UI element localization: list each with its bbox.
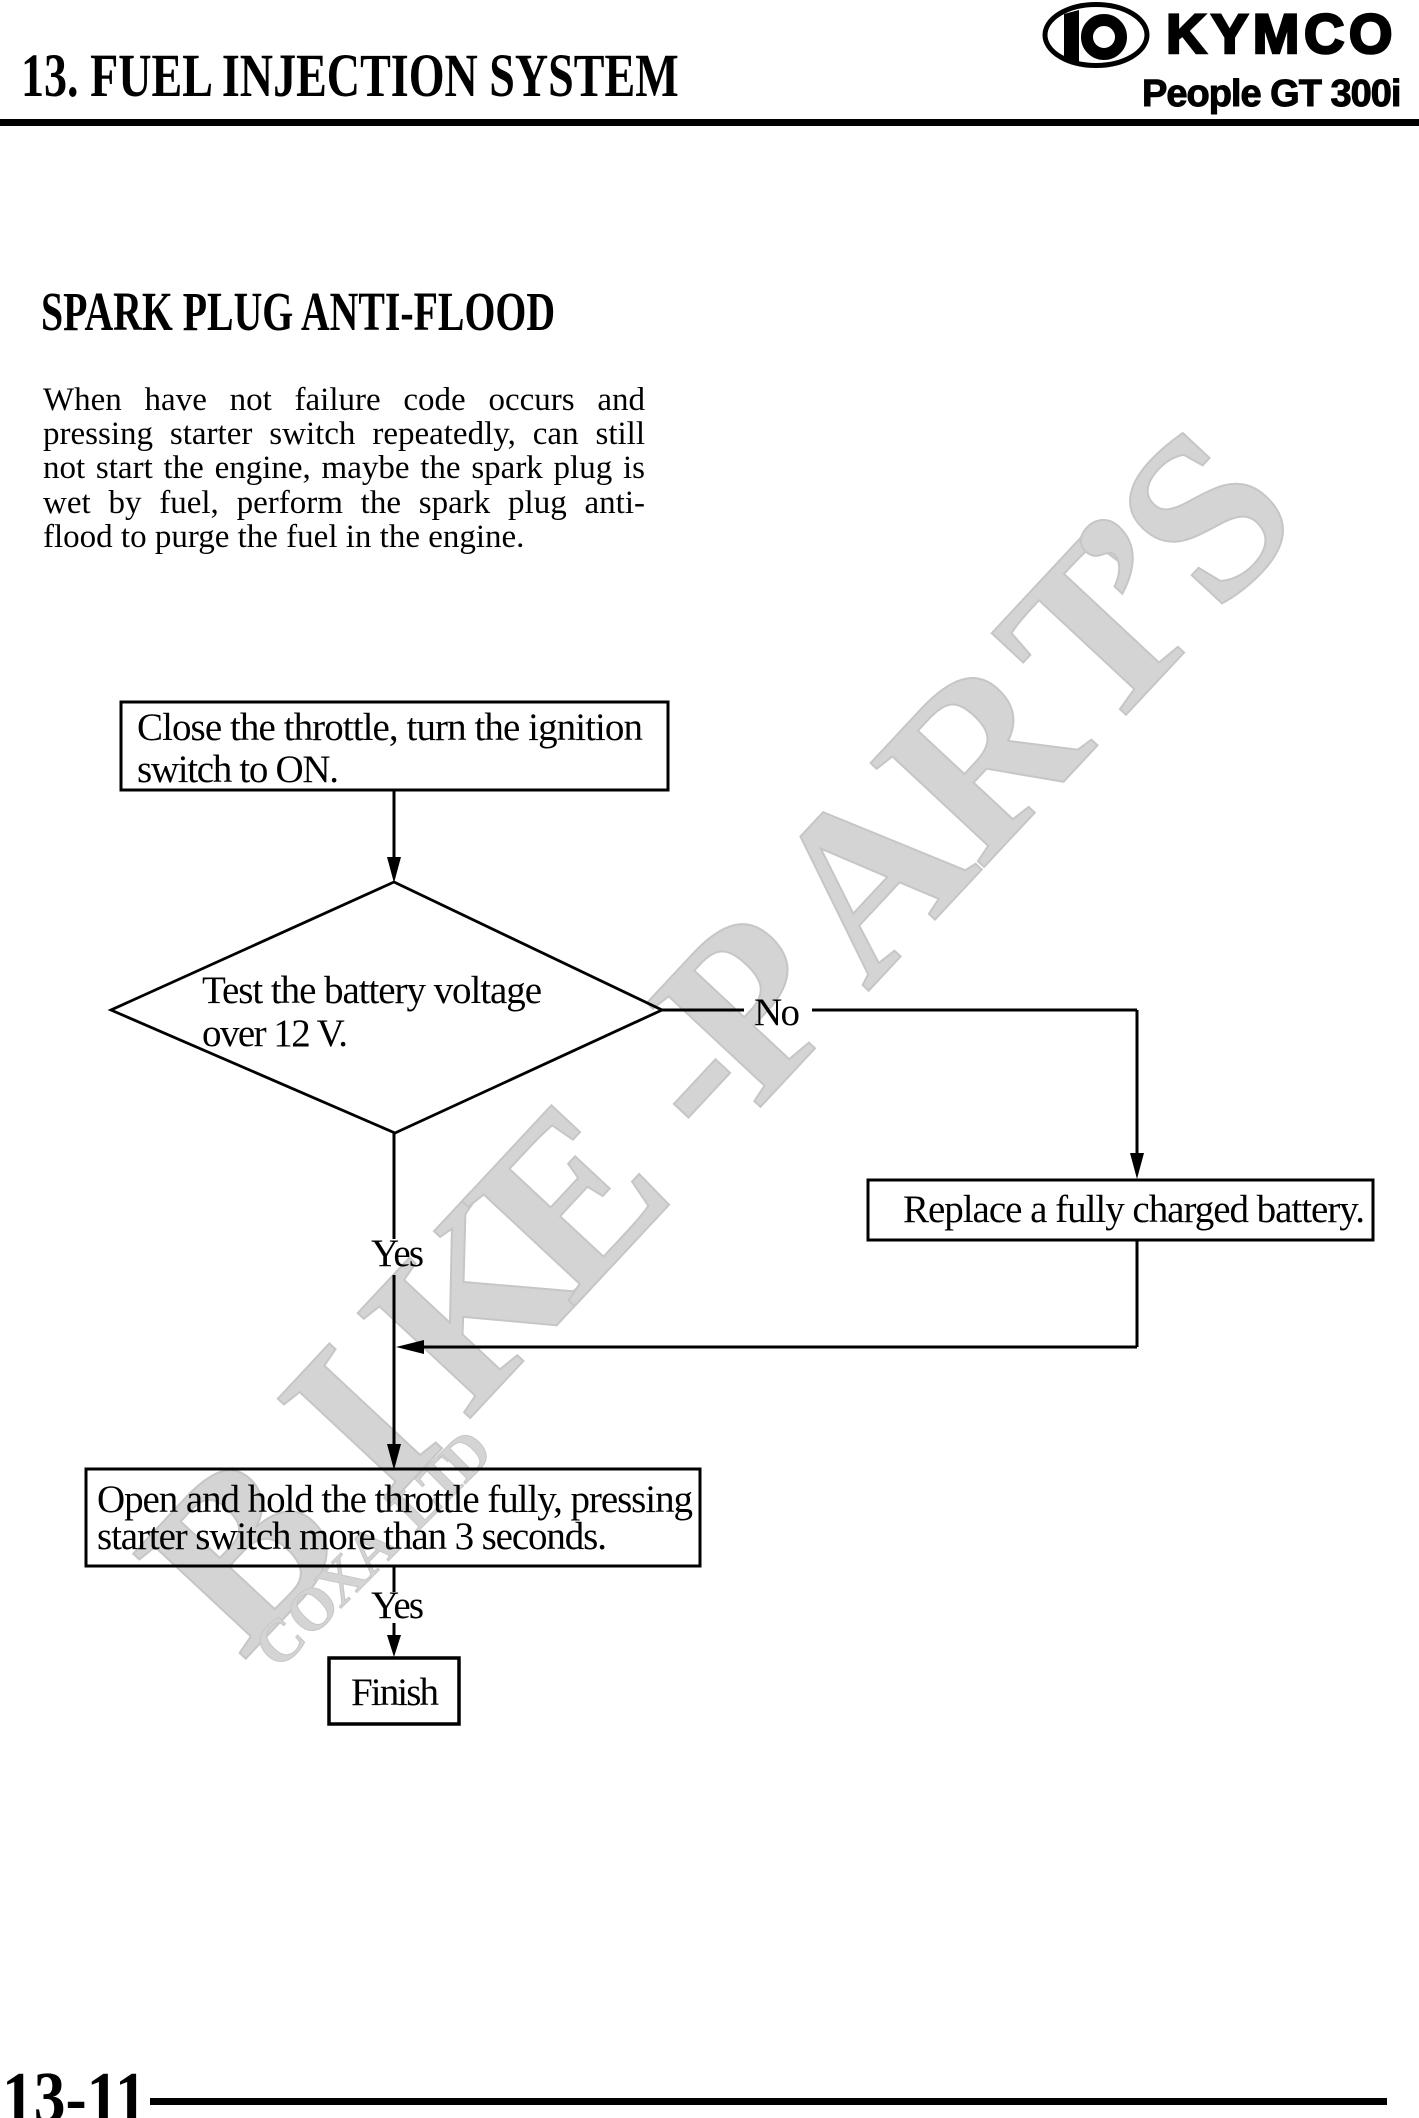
svg-text:No: No	[754, 991, 800, 1034]
svg-text:Yes: Yes	[371, 1584, 424, 1627]
svg-text:Close the throttle, turn the i: Close the throttle, turn the ignition	[137, 706, 643, 749]
svg-text:starter switch more than 3 sec: starter switch more than 3 seconds.	[97, 1515, 607, 1558]
svg-text:over 12 V.: over 12 V.	[202, 1012, 348, 1055]
svg-text:switch to ON.: switch to ON.	[137, 748, 339, 791]
svg-text:Open and hold the throttle ful: Open and hold the throttle fully, pressi…	[97, 1478, 693, 1521]
svg-text:Finish: Finish	[351, 1671, 439, 1714]
svg-text:Yes: Yes	[371, 1232, 424, 1275]
svg-text:Test the battery voltage: Test the battery voltage	[202, 969, 542, 1012]
svg-text:Replace a fully charged batter: Replace a fully charged battery.	[903, 1188, 1365, 1231]
